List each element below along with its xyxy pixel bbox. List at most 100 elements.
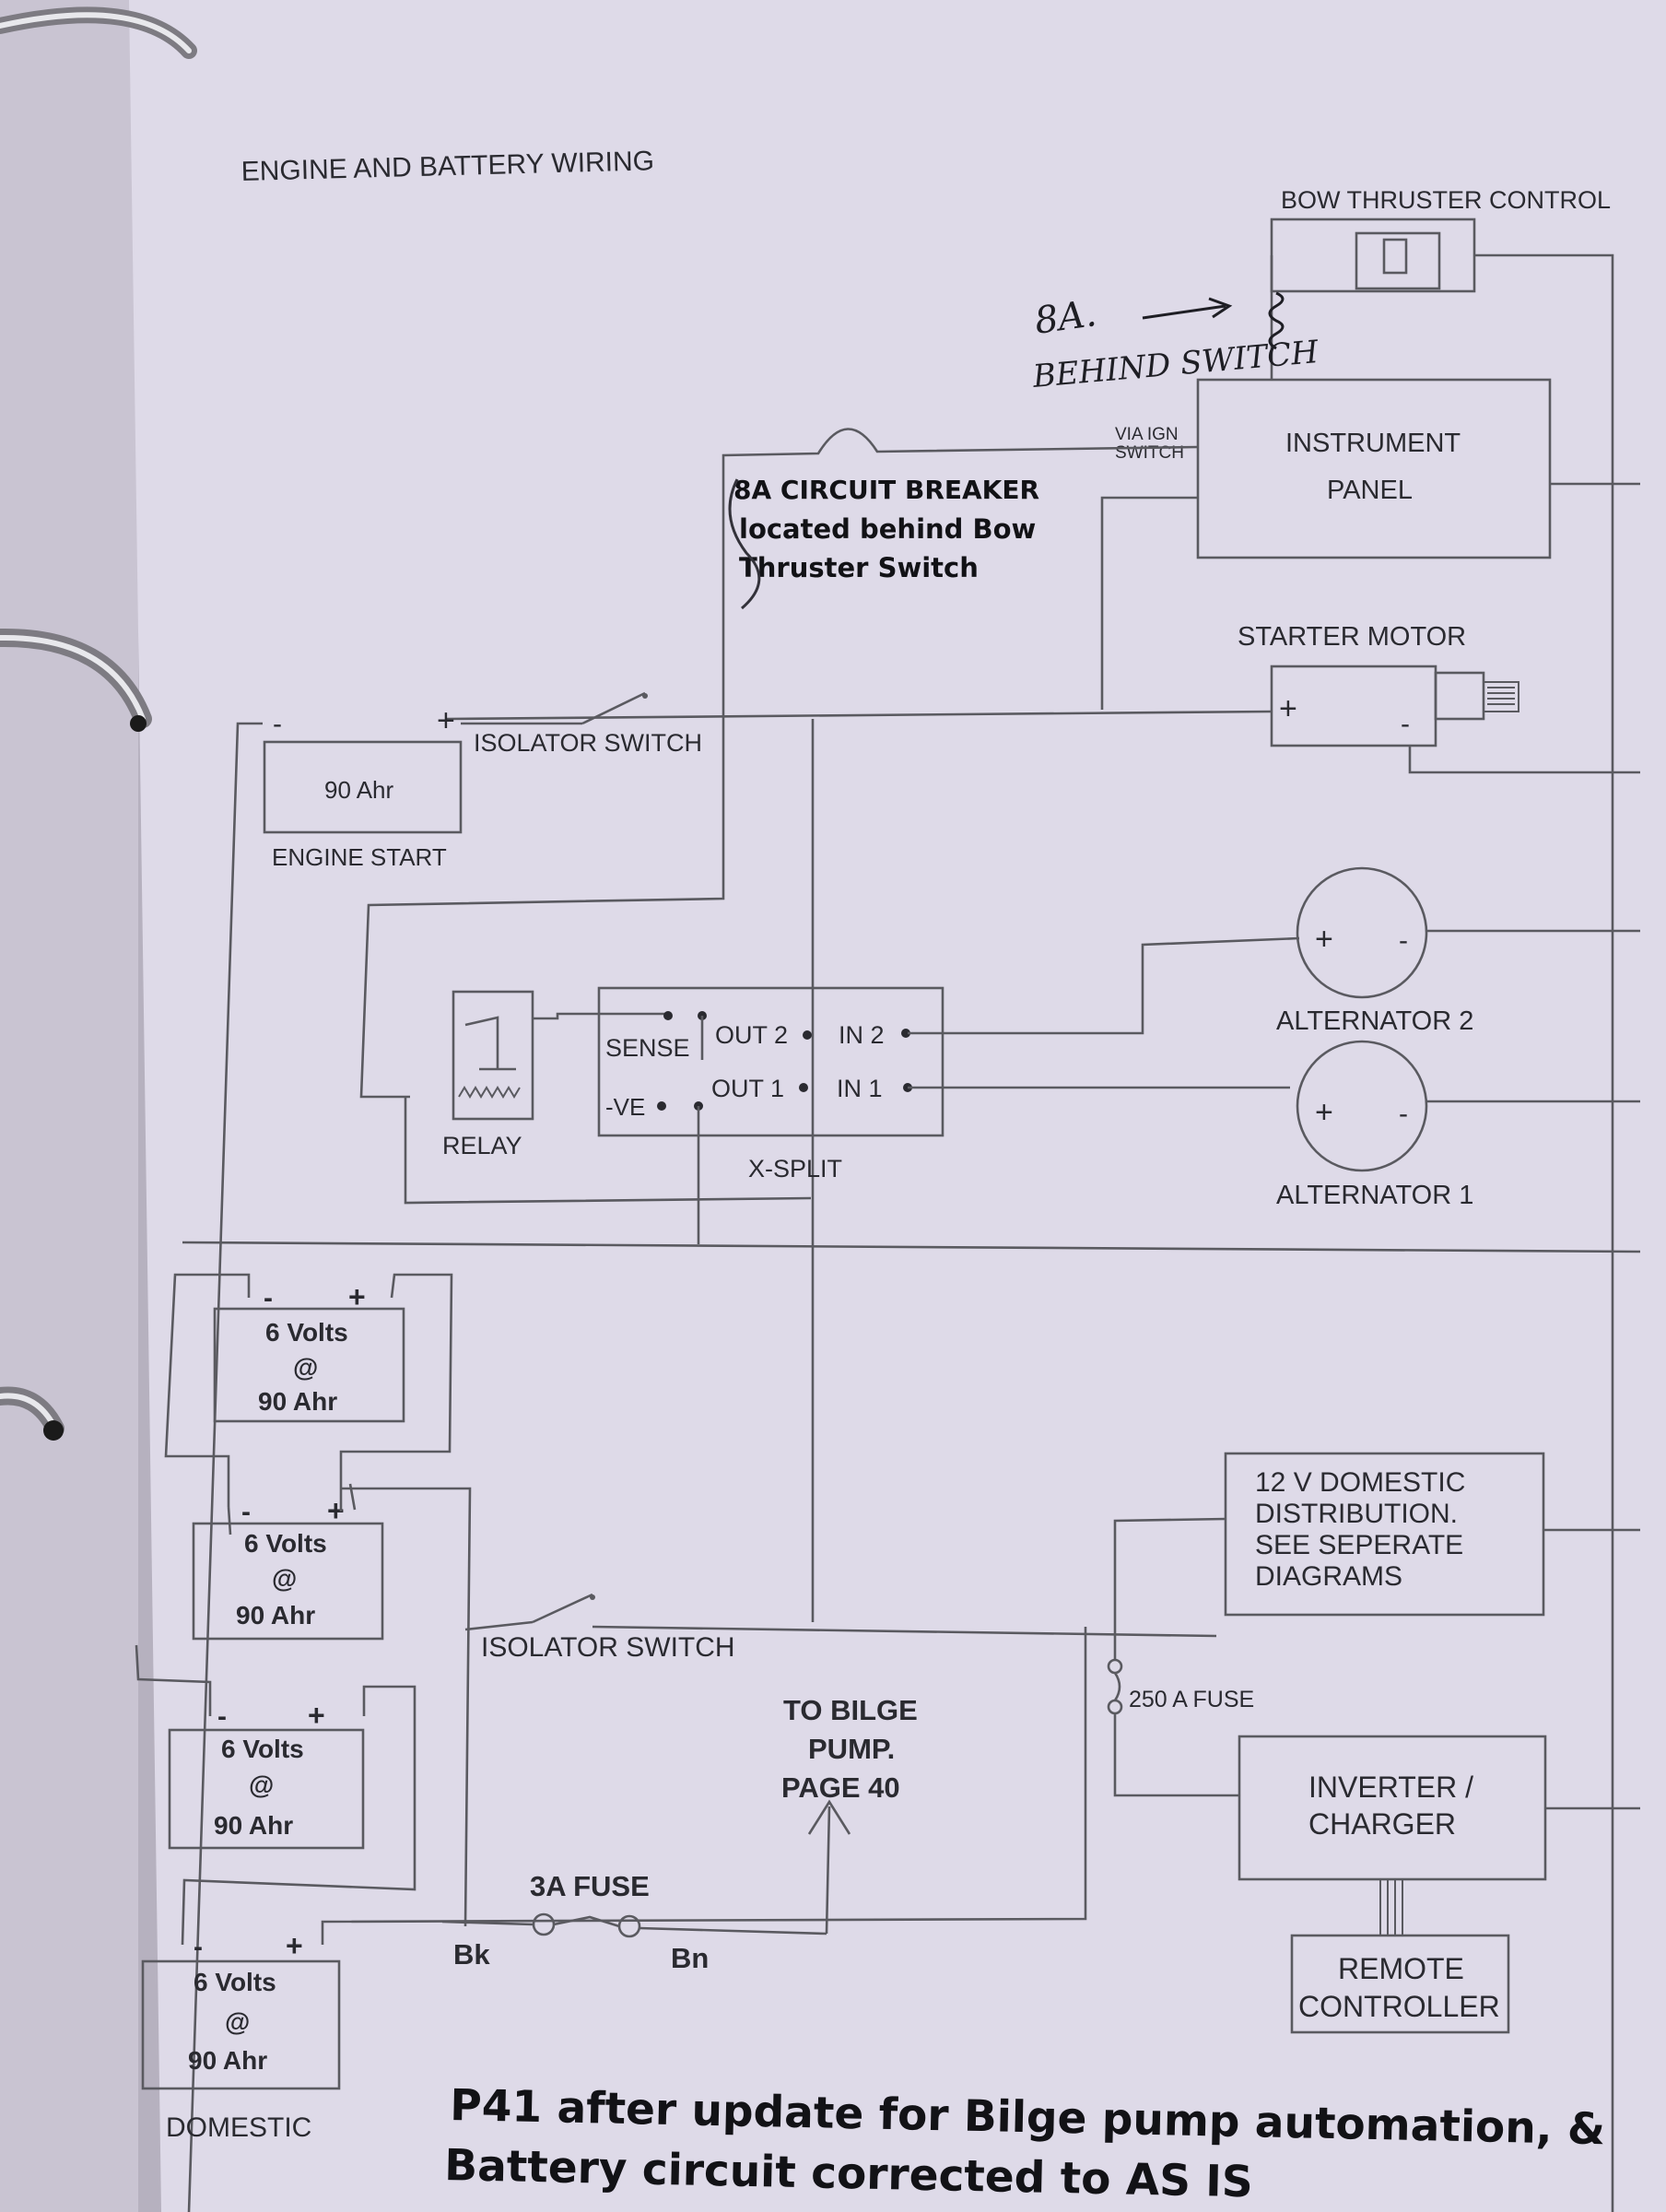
binder-ring-top xyxy=(0,6,197,59)
bilge-line-3: PAGE 40 xyxy=(781,1771,900,1804)
inverter-charger-line-2: CHARGER xyxy=(1308,1807,1456,1841)
bow-thruster-switch-rocker-icon xyxy=(1382,238,1408,275)
domestic-distribution-line-2: DISTRIBUTION. xyxy=(1255,1499,1458,1529)
alternator-1-label: ALTERNATOR 1 xyxy=(1276,1181,1473,1210)
wire-bn-label: Bn xyxy=(671,1942,709,1974)
battery-2-minus: - xyxy=(241,1497,251,1527)
alternator-2-plus: + xyxy=(1315,922,1333,957)
battery-2-volts: 6 Volts xyxy=(244,1529,327,1558)
isolator-switch-bottom-label: ISOLATOR SWITCH xyxy=(481,1632,735,1663)
wire-breaker-to-relay xyxy=(359,700,725,1099)
starter-motor-label: STARTER MOTOR xyxy=(1238,622,1466,652)
alternator-2-label: ALTERNATOR 2 xyxy=(1276,1006,1473,1036)
domestic-distribution-line-3: SEE SEPERATE xyxy=(1255,1530,1463,1560)
starter-minus-label: - xyxy=(1401,709,1410,739)
battery-3-plus: + xyxy=(308,1699,325,1732)
battery-4-minus: - xyxy=(194,1932,203,1962)
bilge-line-1: TO BILGE xyxy=(783,1694,918,1726)
handwritten-arrow-icon xyxy=(1142,297,1233,320)
wire-bn xyxy=(639,1926,827,1936)
battery-2-at: @ xyxy=(272,1564,297,1593)
binder-ring-lower xyxy=(0,1386,65,1441)
remote-controller-box xyxy=(1290,1934,1510,2034)
xsplit-ve-label: -VE xyxy=(605,1093,645,1121)
battery-4-at: @ xyxy=(225,2007,250,2036)
engine-battery-minus: - xyxy=(273,709,282,739)
battery-2: 6 Volts @ 90 Ahr - + xyxy=(192,1494,384,1641)
bilge-line-2: PUMP. xyxy=(808,1733,895,1765)
alternator-2-minus: - xyxy=(1399,925,1408,956)
battery-4: 6 Volts @ 90 Ahr - + xyxy=(141,1929,341,2090)
battery-3-minus: - xyxy=(217,1701,227,1732)
handwritten-scribble-icon xyxy=(728,478,761,610)
relay-label: RELAY xyxy=(442,1132,522,1159)
xsplit-in1-label: IN 1 xyxy=(837,1075,883,1102)
instrument-panel-label-2: PANEL xyxy=(1327,476,1413,505)
isolator-switch-bottom-icon xyxy=(532,1593,593,1624)
relay-coil-icon xyxy=(458,1086,521,1099)
wire-battery-chain-right xyxy=(339,1273,472,1927)
domestic-distribution-line-1: 12 V DOMESTIC xyxy=(1255,1467,1465,1498)
relay-box xyxy=(452,990,534,1121)
engine-start-label: ENGINE START xyxy=(272,843,447,871)
starter-plus-label: + xyxy=(1279,691,1297,726)
alternator-1-minus: - xyxy=(1399,1099,1408,1129)
wire-battery-3-negative xyxy=(135,1644,212,1716)
binder-ring-middle xyxy=(0,628,152,732)
circuit-breaker-line-1: 8A CIRCUIT BREAKER xyxy=(733,475,1039,505)
circuit-breaker-line-2: located behind Bow xyxy=(739,513,1036,545)
handwritten-8a: 8A. xyxy=(1032,292,1099,343)
via-ign-label-1: VIA IGN xyxy=(1115,425,1179,444)
battery-3: 6 Volts @ 90 Ahr - + xyxy=(168,1699,365,1850)
xsplit-terminal-dots xyxy=(657,1011,912,1111)
wire-in2-to-alternator2 xyxy=(908,936,1300,1035)
xsplit-out1-label: OUT 1 xyxy=(711,1075,784,1102)
isolator-switch-top-label: ISOLATOR SWITCH xyxy=(474,729,702,757)
battery-3-box xyxy=(168,1728,365,1850)
battery-4-plus: + xyxy=(286,1929,303,1962)
battery-1-volts: 6 Volts xyxy=(265,1318,348,1347)
isolator-switch-top-contact xyxy=(642,693,648,699)
isolator-switch-top-icon xyxy=(581,691,646,725)
battery-2-box xyxy=(192,1522,384,1641)
instrument-panel-label-1: INSTRUMENT xyxy=(1285,429,1461,458)
starter-gear-teeth-icon xyxy=(1487,687,1515,705)
wire-domestic-positive xyxy=(321,1627,1087,1945)
xsplit-name-label: X-SPLIT xyxy=(748,1155,842,1182)
battery-1-plus: + xyxy=(348,1280,366,1313)
wire-instrument-to-bus xyxy=(1100,496,1198,710)
wire-fuse-to-inverter xyxy=(1113,1714,1239,1797)
alternator-1-icon xyxy=(1296,1040,1428,1172)
bow-thruster-control-label: BOW THRUSTER CONTROL xyxy=(1281,186,1611,214)
battery-1-at: @ xyxy=(293,1353,318,1382)
wire-battery-3-to-4 xyxy=(181,1685,416,1946)
battery-3-at: @ xyxy=(249,1771,274,1799)
wire-bk-label: Bk xyxy=(453,1938,490,1971)
wire-bow-thruster-right xyxy=(1474,253,1614,2212)
battery-1-capacity: 90 Ahr xyxy=(258,1387,337,1416)
battery-1: 6 Volts @ 90 Ahr - + xyxy=(213,1280,405,1423)
fuse-250-label: 250 A FUSE xyxy=(1129,1687,1254,1712)
battery-4-box xyxy=(141,1959,341,2090)
remote-controller-line-1: REMOTE xyxy=(1338,1952,1464,1985)
circuit-breaker-label: 8A CIRCUIT BREAKER xyxy=(733,475,1039,505)
wire-circuit-breaker xyxy=(722,428,1199,700)
remote-controller-line-2: CONTROLLER xyxy=(1298,1990,1500,2023)
domestic-distribution-box xyxy=(1224,1452,1545,1617)
inverter-charger-line-1: INVERTER / xyxy=(1308,1771,1473,1804)
xsplit-out2-label: OUT 2 xyxy=(715,1021,788,1049)
domestic-label: DOMESTIC xyxy=(166,2112,311,2143)
fuse-3a-icon xyxy=(553,1915,620,1928)
fuse-250-icon xyxy=(1113,1672,1121,1701)
wire-starter-negative xyxy=(1408,746,1640,774)
alternator-1-plus: + xyxy=(1315,1095,1333,1130)
xsplit-sense-label: SENSE xyxy=(605,1034,690,1062)
battery-3-volts: 6 Volts xyxy=(221,1735,304,1763)
battery-4-volts: 6 Volts xyxy=(194,1968,276,1996)
handwritten-fuse-icon xyxy=(1268,291,1285,350)
bilge-arrow-icon xyxy=(807,1799,851,1935)
battery-1-minus: - xyxy=(264,1283,273,1313)
engine-start-battery-box xyxy=(263,740,463,834)
wire-bottom-isolator-left xyxy=(464,1620,534,1631)
